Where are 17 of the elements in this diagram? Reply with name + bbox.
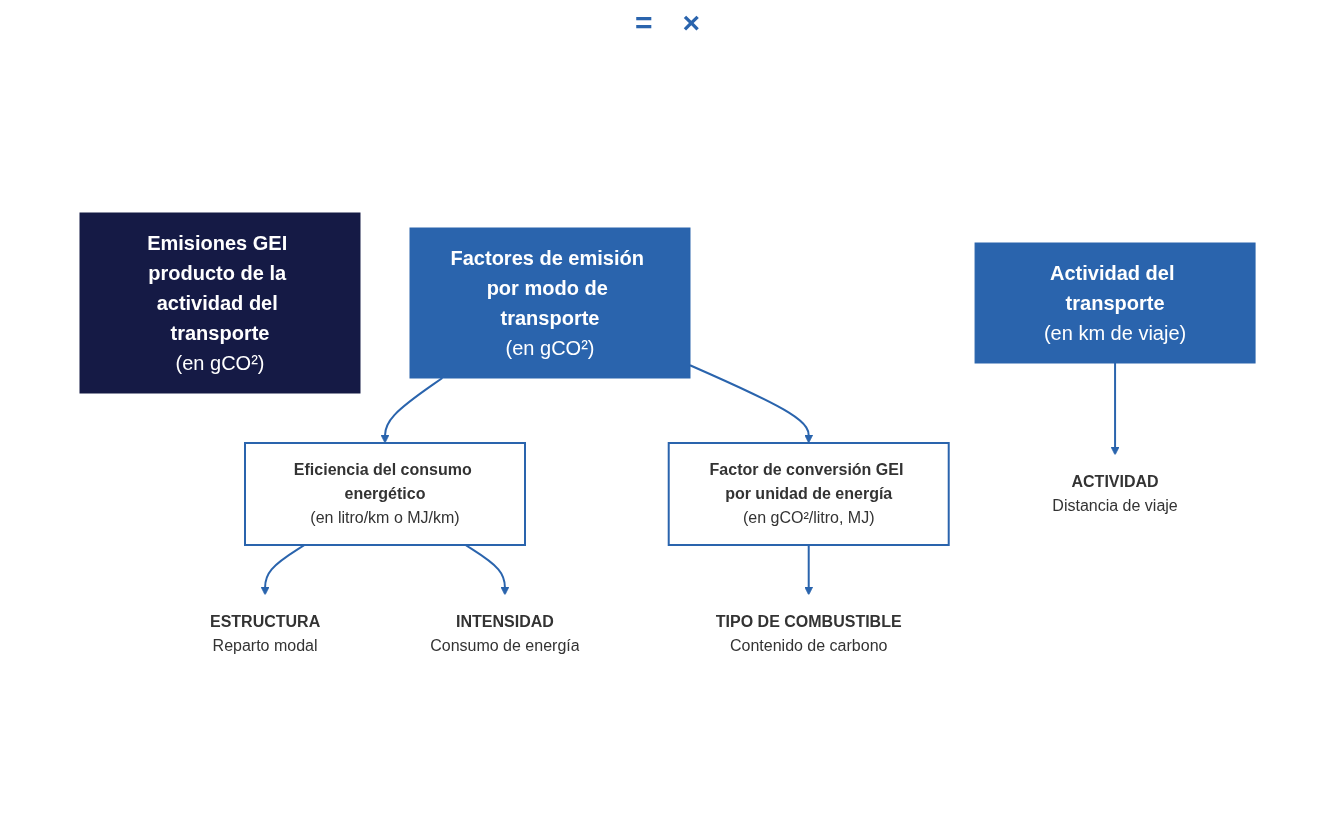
node-box: Actividad del transporte (en km de viaje) [974, 242, 1256, 364]
operator-sign: = [634, 6, 653, 40]
node-text: ACTIVIDAD Distancia de viaje [1052, 473, 1178, 514]
operator-sign: × [682, 6, 701, 40]
node-box: Factor de conversión GEI por unidad de energía (en gCO²/litro, MJ) [667, 442, 950, 546]
node-text: ESTRUCTURA Reparto modal [209, 613, 321, 654]
node-text: INTENSIDAD Consumo de energía [430, 613, 580, 654]
arrow [688, 364, 814, 444]
node-box: Emisiones GEI producto de la actividad del transporte (en gCO²) [79, 212, 361, 394]
node-box: Eficiencia del consumo energético (en litro/km o MJ/km) [243, 442, 526, 546]
node-text: TIPO DE COMBUSTIBLE Contenido de carbono [715, 613, 902, 654]
arrow [464, 544, 510, 596]
arrow [380, 377, 444, 444]
arrow [1110, 362, 1120, 456]
node-box: Factores de emisión por modo de transporte (en gCO²) [409, 227, 691, 379]
arrow [260, 544, 306, 596]
arrow [804, 544, 814, 596]
